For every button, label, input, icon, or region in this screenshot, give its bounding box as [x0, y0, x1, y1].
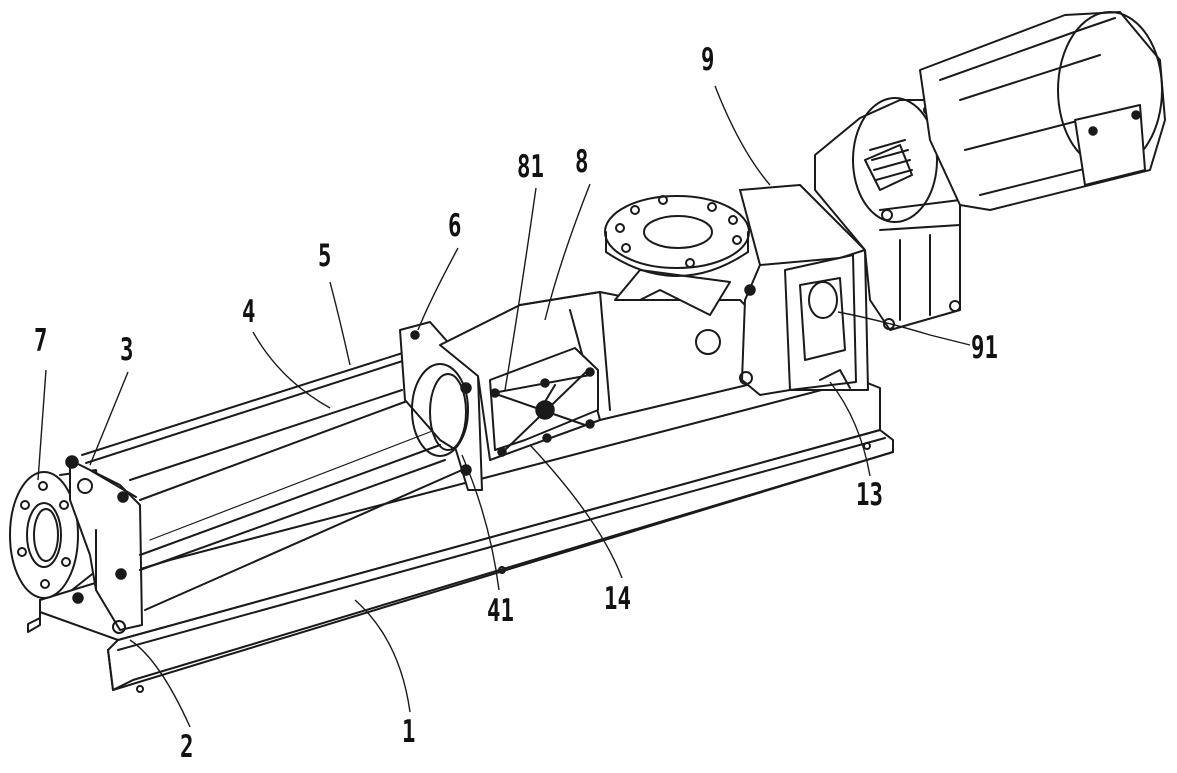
callout-3: 3: [120, 332, 134, 368]
callout-2: 2: [180, 729, 194, 765]
suction-casing: [439, 291, 769, 461]
leader-lines: [37, 85, 971, 728]
callout-41: 41: [487, 593, 514, 629]
callout-6: 6: [448, 208, 462, 244]
callout-14: 14: [604, 581, 631, 617]
gearbox: [814, 97, 961, 331]
callout-81: 81: [517, 149, 544, 185]
callout-5: 5: [318, 238, 332, 274]
left-end-bracket: [65, 455, 143, 634]
mid-flange: [399, 321, 483, 491]
callout-9: 9: [701, 42, 715, 78]
drive-motor: [919, 11, 1166, 211]
callout-7: 7: [34, 323, 48, 359]
callout-91: 91: [971, 330, 998, 366]
outlet-flange: [604, 195, 750, 316]
callout-13: 13: [856, 477, 883, 513]
stator-tube: [81, 349, 463, 611]
callout-4: 4: [242, 294, 256, 330]
bearing-housing: [739, 184, 869, 396]
callout-1: 1: [402, 714, 416, 750]
callout-8: 8: [575, 144, 589, 180]
